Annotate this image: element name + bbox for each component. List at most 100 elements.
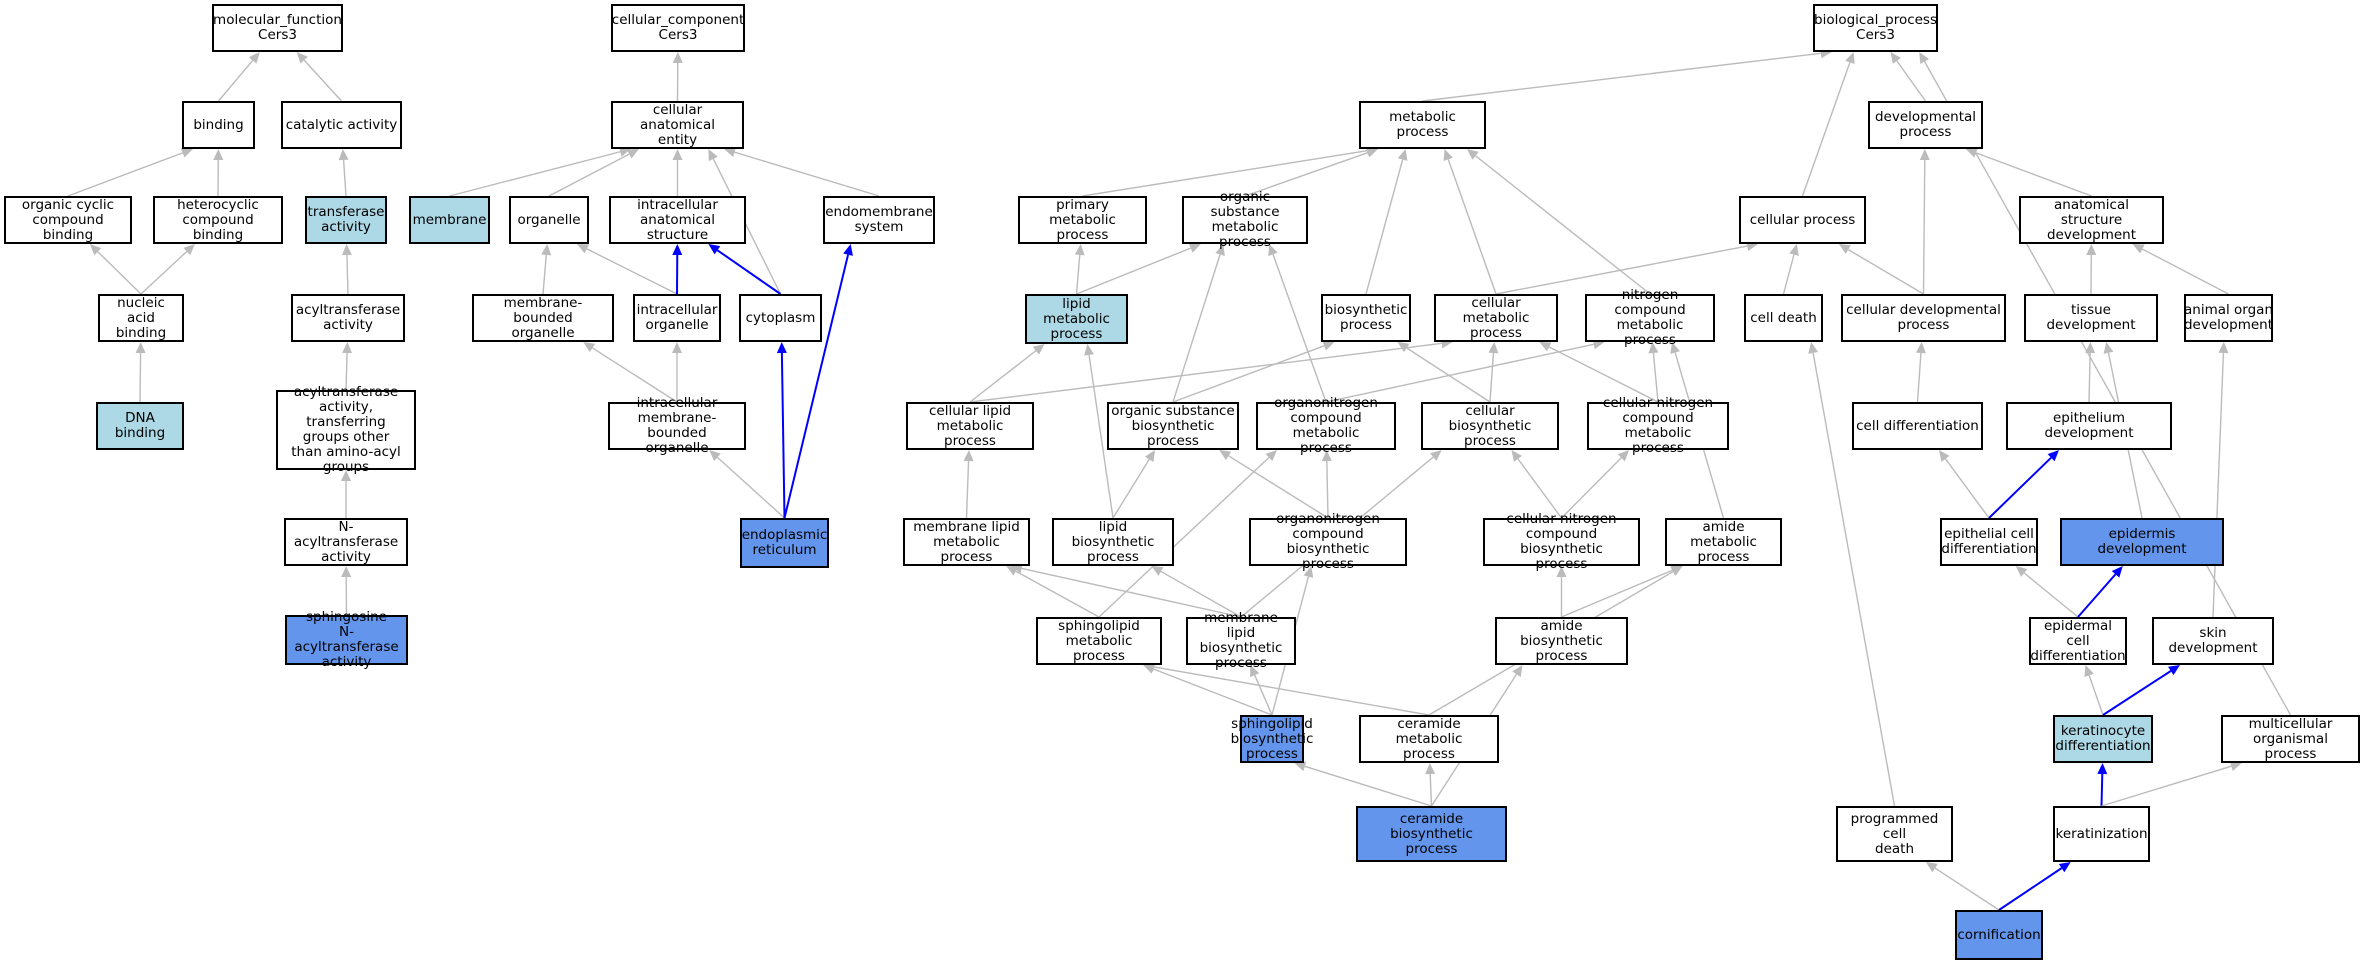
arrowhead-animal_organ-to-anat_dev bbox=[2132, 244, 2145, 254]
node-programmed-death: programmed cell death bbox=[1836, 806, 1953, 862]
node-n-acyl: N-acyltransferase activity bbox=[284, 518, 408, 566]
arrowhead-cell_bio-to-cell_met bbox=[1488, 342, 1499, 354]
node-epidermis-dev: epidermis development bbox=[2060, 518, 2224, 566]
node-org-sub-met: organic substance metabolic process bbox=[1182, 190, 1308, 250]
arrowhead-amide_bio-to-cell_nitrogen_bio bbox=[1556, 566, 1567, 577]
arrowhead-amide_met-to-nitrogen_met bbox=[1670, 342, 1680, 354]
edge-cell_lipid_met-to-cell_met bbox=[969, 342, 1442, 403]
node-heterocyclic: heterocyclic compound binding bbox=[153, 196, 283, 244]
arrowhead-catalytic-to-mf bbox=[296, 52, 308, 64]
node-ceramide-met: ceramide metabolic process bbox=[1359, 715, 1499, 763]
node-mem-lipid-met: membrane lipid metabolic process bbox=[903, 518, 1030, 566]
edge-organonitrogen_met-to-org_sub_met bbox=[1272, 254, 1327, 403]
arrowhead-nucleic_acid-to-organic_cyclic bbox=[89, 244, 102, 256]
node-cornification: cornification bbox=[1955, 910, 2043, 960]
arrowhead-cell_nitrogen_bio-to-cell_nitrogen_met bbox=[1617, 450, 1630, 462]
node-mem-bounded: membrane-bounded organelle bbox=[472, 294, 614, 342]
edge-mem_bounded-to-organelle bbox=[542, 254, 547, 295]
edge-keratinization-to-multicellular bbox=[2101, 765, 2232, 807]
arrowhead-dna_binding-to-nucleic_acid bbox=[135, 342, 146, 354]
arrowhead-intra_organelle-to-intra_anat bbox=[672, 244, 683, 256]
node-nucleic-acid: nucleic acid binding bbox=[98, 294, 184, 342]
edge-cell_met-to-cellular_process bbox=[1495, 245, 1748, 295]
arrowhead-cell_lipid_met-to-lipid_met bbox=[1032, 344, 1045, 355]
arrowhead-er-to-endomembrane bbox=[843, 244, 853, 256]
node-cc: cellular_component Cers3 bbox=[611, 4, 745, 52]
arrowhead-ceramide_bio-to-ceramide_met bbox=[1425, 763, 1436, 775]
edge-cell_dev-to-cellular_process bbox=[1847, 248, 1924, 295]
arrowhead-er-to-cytoplasm bbox=[776, 342, 787, 354]
edge-er-to-endomembrane bbox=[783, 254, 850, 519]
edge-epithelial_diff-to-cell_diff bbox=[1944, 458, 1990, 519]
node-sphingolipid-bio: sphingolipid biosynthetic process bbox=[1230, 715, 1314, 763]
edge-organic_cyclic-to-binding bbox=[67, 152, 183, 197]
edge-acyltransferase-to-transferase bbox=[346, 254, 349, 295]
arrowhead-er-to-intra_mem_bounded bbox=[709, 450, 721, 462]
arrowhead-org_sub_bio-to-biosynthetic bbox=[1322, 341, 1335, 351]
node-skin-dev: skin development bbox=[2152, 617, 2274, 665]
node-catalytic: catalytic activity bbox=[281, 101, 402, 149]
node-epithelial-diff: epithelial cell differentiation bbox=[1940, 518, 2038, 566]
arrowhead-cell_met-to-metabolic bbox=[1443, 149, 1453, 162]
arrowhead-ceramide_met-to-amide_met bbox=[1670, 566, 1683, 576]
arrowhead-ceramide_bio-to-sphingolipid_bio bbox=[1294, 761, 1307, 772]
arrowhead-keratinization-to-keratinocyte_diff bbox=[2097, 763, 2108, 775]
arrowhead-endomembrane-to-anat_entity bbox=[724, 147, 737, 157]
node-metabolic: metabolic process bbox=[1359, 101, 1486, 149]
edge-animal_organ-to-anat_dev bbox=[2142, 248, 2229, 295]
node-sphingosine: sphingosine N-acyltransferase activity bbox=[285, 610, 408, 670]
node-mem-lipid-bio: membrane lipid biosynthetic process bbox=[1186, 611, 1296, 671]
arrowhead-cytoplasm-to-intra_anat bbox=[708, 244, 721, 255]
arrowhead-intra_mem_bounded-to-mem_bounded bbox=[583, 342, 596, 353]
arrowhead-keratinocyte_diff-to-skin_dev bbox=[2168, 665, 2180, 676]
edge-cell_met-to-metabolic bbox=[1447, 159, 1497, 295]
edge-mem_lipid_bio-to-mem_lipid_met bbox=[1021, 567, 1242, 618]
arrowhead-keratinocyte_diff-to-epidermal_diff bbox=[2084, 665, 2094, 678]
node-cell-dev: cellular developmental process bbox=[1841, 294, 2006, 342]
node-sphingolipid-met: sphingolipid metabolic process bbox=[1036, 617, 1162, 665]
edge-cell_dev-to-developmental bbox=[1922, 159, 1926, 295]
node-endomembrane: endomembrane system bbox=[823, 196, 935, 244]
edge-binding-to-mf bbox=[217, 59, 254, 102]
edge-ceramide_met-to-sphingolipid_met bbox=[1153, 666, 1430, 716]
edge-mem_lipid_met-to-cell_lipid_met bbox=[965, 460, 970, 519]
node-multicellular: multicellular organismal process bbox=[2221, 715, 2360, 763]
node-cytoplasm: cytoplasm bbox=[739, 294, 822, 342]
node-ceramide-bio: ceramide biosynthetic process bbox=[1356, 806, 1507, 862]
edge-dna_binding-to-nucleic_acid bbox=[139, 352, 142, 403]
edge-cytoplasm-to-anat_entity bbox=[712, 158, 782, 295]
node-organonitrogen-bio: organonitrogen compound biosynthetic pro… bbox=[1249, 512, 1407, 572]
arrowhead-sphingolipid_bio-to-organonitrogen_bio bbox=[1303, 566, 1314, 578]
arrowhead-heterocyclic-to-binding bbox=[213, 149, 224, 161]
edge-epidermal_diff-to-epithelial_diff bbox=[2023, 572, 2079, 618]
edge-organonitrogen_bio-to-org_sub_bio bbox=[1228, 455, 1329, 519]
edge-cell_nitrogen_bio-to-cell_bio bbox=[1517, 458, 1563, 519]
edge-lipid_met-to-org_sub_met bbox=[1076, 247, 1191, 295]
node-biosynthetic: biosynthetic process bbox=[1321, 294, 1411, 342]
node-er: endoplasmic reticulum bbox=[740, 518, 829, 568]
node-intra-organelle: intracellular organelle bbox=[633, 294, 721, 342]
node-keratinocyte-diff: keratinocyte differentiation bbox=[2053, 715, 2153, 763]
edge-organelle-to-anat_entity bbox=[548, 153, 630, 197]
arrowhead-n_acyl-to-acyl_transferring bbox=[341, 470, 351, 481]
edge-organonitrogen_met-to-nitrogen_met bbox=[1325, 343, 1594, 403]
node-developmental: developmental process bbox=[1868, 101, 1983, 149]
edge-catalytic-to-mf bbox=[303, 59, 343, 102]
arrowhead-anat_entity-to-cc bbox=[672, 52, 683, 64]
arrowhead-anat_dev-to-developmental bbox=[1965, 148, 1978, 158]
arrowhead-multicellular-to-bp bbox=[1919, 52, 1929, 65]
arrowhead-cell_nitrogen_met-to-nitrogen_met bbox=[1648, 342, 1659, 354]
edge-intra_mem_bounded-to-mem_bounded bbox=[592, 347, 678, 403]
edge-cell_nitrogen_met-to-cell_met bbox=[1548, 346, 1659, 403]
arrowhead-binding-to-mf bbox=[248, 52, 260, 64]
edge-cell_bio-to-cell_met bbox=[1489, 352, 1495, 403]
edge-ceramide_bio-to-sphingolipid_bio bbox=[1304, 765, 1432, 807]
node-cell-lipid-met: cellular lipid metabolic process bbox=[906, 402, 1034, 450]
arrowhead-organonitrogen_met-to-org_sub_met bbox=[1268, 244, 1278, 257]
node-transferase: transferase activity bbox=[305, 196, 387, 244]
node-membrane: membrane bbox=[409, 196, 490, 244]
edge-organonitrogen_bio-to-organonitrogen_met bbox=[1326, 460, 1329, 519]
node-cellular-process: cellular process bbox=[1739, 196, 1866, 244]
edge-amide_bio-to-amide_met bbox=[1561, 569, 1673, 618]
arrowhead-sphingolipid_met-to-organonitrogen_met bbox=[1265, 450, 1277, 462]
